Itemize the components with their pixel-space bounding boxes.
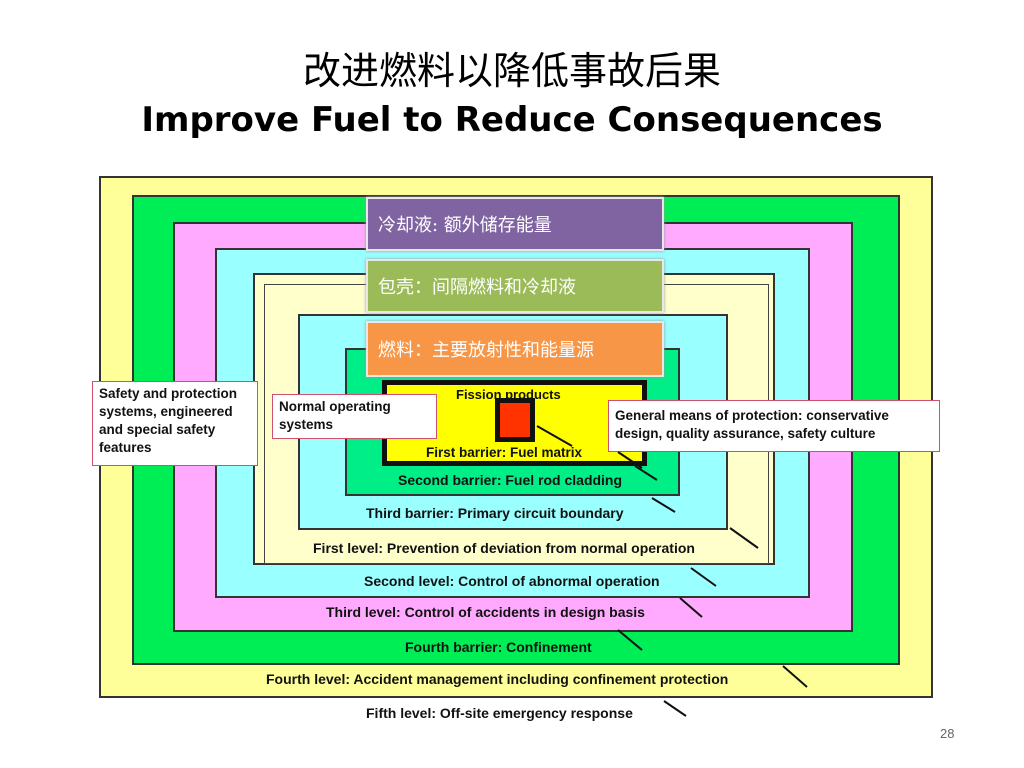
page-title-english: Improve Fuel to Reduce Consequences: [141, 100, 883, 140]
leader-core: [536, 425, 573, 447]
label-third-level: Third level: Control of accidents in des…: [326, 604, 645, 620]
callout-general-protection: General means of protection: conservativ…: [608, 400, 940, 452]
leader-third-level: [679, 597, 703, 618]
label-first-level: First level: Prevention of deviation fro…: [313, 540, 695, 556]
label-third-barrier: Third barrier: Primary circuit boundary: [366, 505, 624, 521]
cladding-box: 包壳：间隔燃料和冷却液: [366, 259, 664, 313]
page-number: 28: [940, 726, 955, 741]
label-first-barrier: First barrier: Fuel matrix: [426, 445, 583, 460]
label-second-barrier: Second barrier: Fuel rod cladding: [398, 472, 623, 488]
label-fourth-level: Fourth level: Accident management includ…: [266, 671, 729, 687]
fuel-core-fill: [500, 403, 530, 437]
leader-first-level: [729, 527, 759, 549]
leader-third-barrier: [651, 497, 676, 513]
coolant-box: 冷却液: 额外储存能量: [366, 197, 664, 251]
label-fission-products: Fission products: [456, 387, 561, 402]
fuel-core: [495, 398, 535, 442]
leader-fifth-level: [663, 700, 687, 717]
callout-normal-operating: Normal operating systems: [272, 394, 437, 439]
leader-fourth-level: [782, 665, 808, 688]
leader-first-barrier: [617, 451, 643, 469]
callout-safety-systems: Safety and protection systems, engineere…: [92, 381, 258, 466]
label-fourth-barrier: Fourth barrier: Confinement: [405, 639, 592, 655]
leader-second-barrier: [634, 465, 658, 481]
leader-second-level: [690, 567, 717, 587]
page-title-chinese: 改进燃料以降低事故后果: [302, 49, 721, 93]
fuel-box: 燃料：主要放射性和能量源: [366, 321, 664, 377]
leader-fourth-barrier: [617, 629, 643, 651]
label-fifth-level: Fifth level: Off-site emergency response: [366, 705, 633, 721]
label-second-level: Second level: Control of abnormal operat…: [364, 573, 660, 589]
